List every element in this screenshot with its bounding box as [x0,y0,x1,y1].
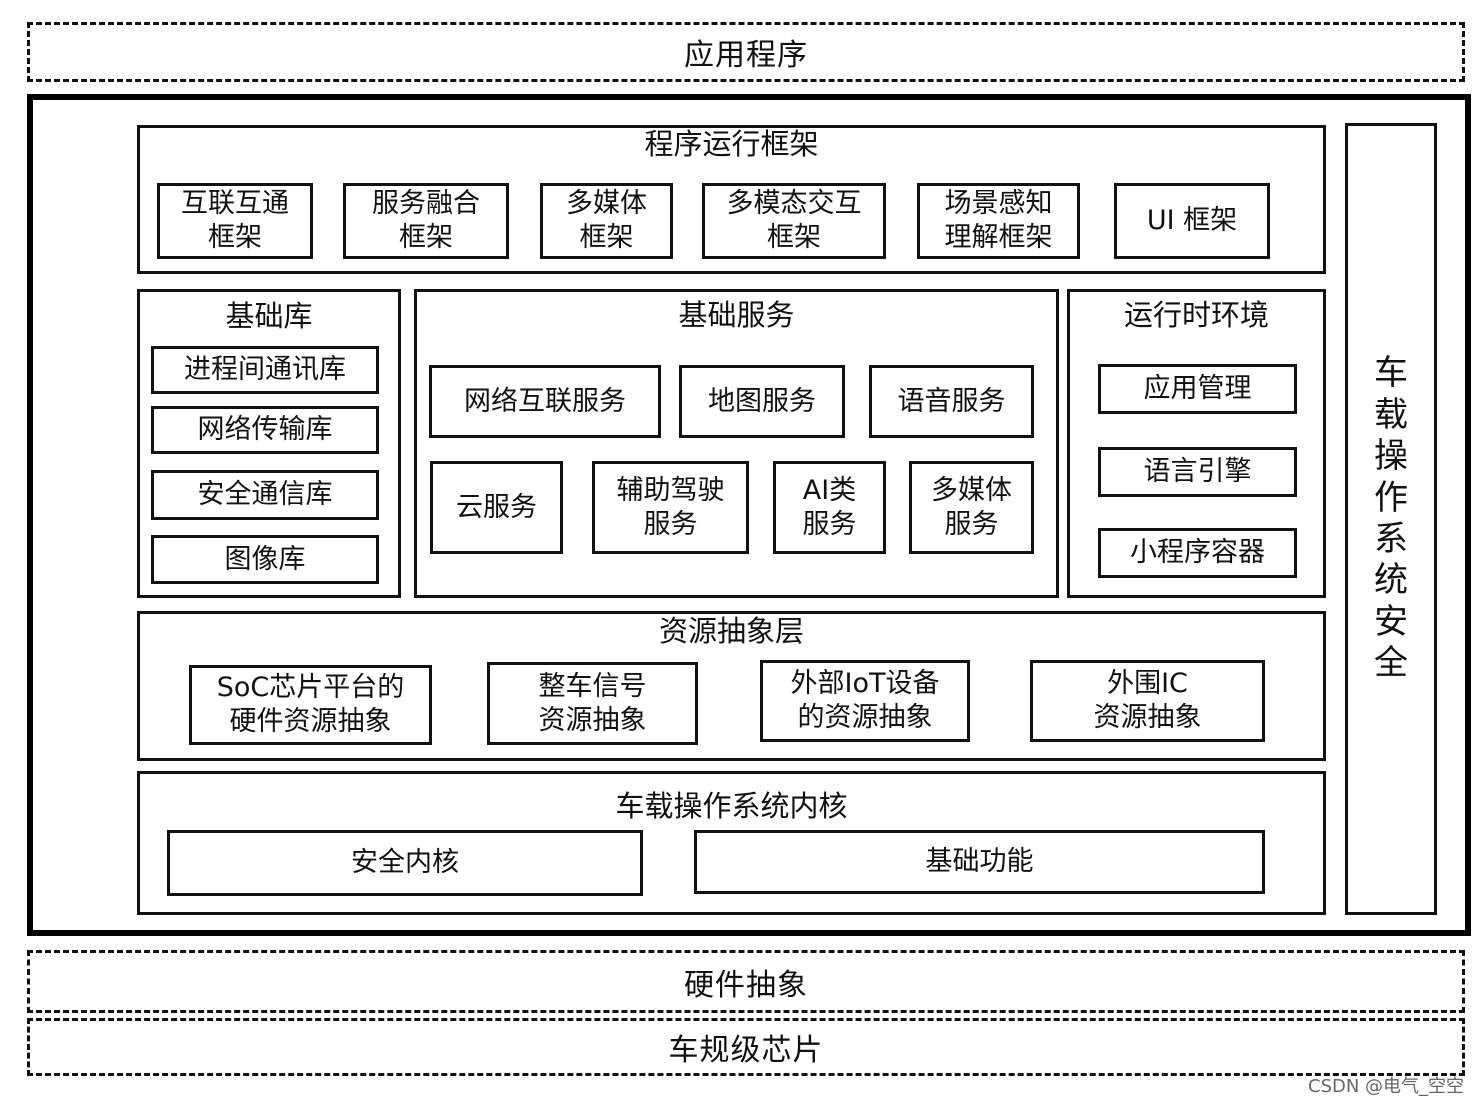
base-services-section [414,289,1059,598]
app-layer-label: 应用程序 [684,38,808,73]
framework-section [137,125,1326,274]
os-security-section: 车 载 操 作 系 统 安 全 [1345,123,1437,915]
runtime-item: 小程序容器 [1098,528,1297,578]
framework-item: 场景感知 理解框架 [917,183,1080,259]
chip-layer: 车规级芯片 [27,1018,1465,1076]
resource-item: 整车信号 资源抽象 [487,662,698,745]
base-library-item: 进程间通讯库 [151,346,379,394]
service-item: AI类 服务 [773,461,886,554]
framework-item: UI 框架 [1114,183,1270,259]
framework-item: 多模态交互 框架 [702,183,886,259]
base-services-title: 基础服务 [678,298,795,332]
os-security-char: 全 [1374,643,1408,684]
hardware-abstraction-label: 硬件抽象 [684,967,808,1003]
runtime-title: 运行时环境 [1123,298,1269,332]
resource-item: SoC芯片平台的 硬件资源抽象 [189,665,432,745]
os-security-char: 系 [1374,519,1408,559]
os-frame [27,94,1471,936]
base-library-section [137,289,401,598]
base-library-item: 安全通信库 [151,470,379,520]
os-security-char: 作 [1374,477,1408,518]
framework-item: 服务融合 框架 [343,183,509,259]
os-security-char: 操 [1374,436,1408,477]
service-item: 云服务 [430,461,563,554]
resource-layer-section [137,611,1326,761]
os-security-char: 载 [1374,394,1408,435]
kernel-item: 基础功能 [694,830,1265,894]
resource-item: 外部IoT设备 的资源抽象 [760,660,970,742]
hardware-abstraction-layer: 硬件抽象 [27,950,1465,1013]
runtime-item: 应用管理 [1098,364,1297,414]
chip-label: 车规级芯片 [668,1033,824,1068]
os-security-char: 统 [1374,560,1408,601]
runtime-section [1067,289,1326,598]
base-library-item: 网络传输库 [151,406,379,454]
resource-layer-title: 资源抽象层 [658,614,804,648]
framework-item: 互联互通 框架 [157,183,313,259]
service-item: 语音服务 [869,365,1034,438]
service-item: 地图服务 [679,365,845,438]
framework-item: 多媒体 框架 [540,183,673,259]
os-security-char: 车 [1374,353,1408,394]
resource-item: 外围IC 资源抽象 [1030,660,1265,742]
service-item: 多媒体 服务 [909,461,1034,554]
service-item: 网络互联服务 [429,365,661,438]
framework-title: 程序运行框架 [644,127,819,161]
kernel-item: 安全内核 [167,830,643,896]
watermark: CSDN @电气_空空 [1308,1076,1465,1097]
base-library-item: 图像库 [151,535,379,584]
os-security-char: 安 [1374,601,1408,642]
runtime-item: 语言引擎 [1098,447,1297,497]
base-library-title: 基础库 [225,299,313,333]
service-item: 辅助驾驶 服务 [592,461,749,554]
kernel-section [137,771,1326,915]
kernel-title: 车载操作系统内核 [615,789,848,823]
app-layer: 应用程序 [27,22,1465,82]
